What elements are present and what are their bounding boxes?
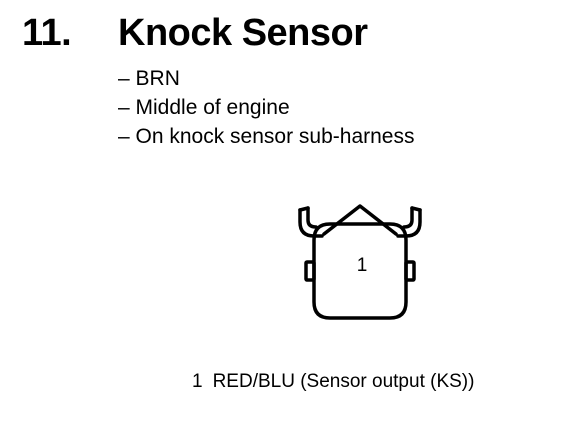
pin-description: RED/BLU (Sensor output (KS)) <box>212 371 475 392</box>
page-title: Knock Sensor <box>118 12 368 54</box>
connector-pin-label: 1 <box>356 255 368 276</box>
pinout-row: 1 RED/BLU (Sensor output (KS)) <box>192 370 474 394</box>
pinout-list: 1 RED/BLU (Sensor output (KS)) <box>192 370 474 394</box>
connector-color: BRN <box>118 64 414 93</box>
connector-location: Middle of engine <box>118 93 414 122</box>
connector-harness: On knock sensor sub-harness <box>118 122 415 151</box>
section-number: 11. <box>22 12 72 54</box>
connector-details-list: BRN Middle of engine On knock sensor sub… <box>118 64 415 151</box>
pin-number: 1 <box>192 371 203 392</box>
connector-face-icon <box>298 204 422 320</box>
